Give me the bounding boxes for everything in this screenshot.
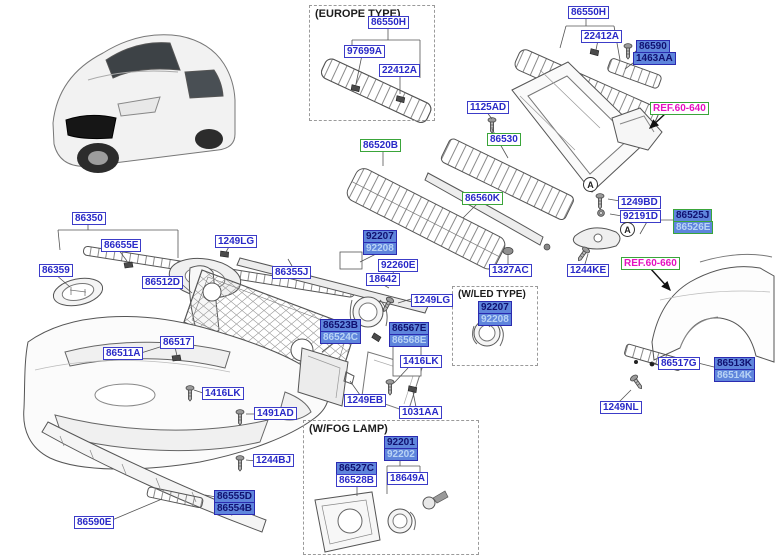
part-label-1249lg[interactable]: 1249LG (411, 294, 454, 307)
part-label-1249bd[interactable]: 1249BD (618, 196, 661, 209)
part-label-1249lg[interactable]: 1249LG (215, 235, 258, 248)
part-label-1491ad[interactable]: 1491AD (254, 407, 297, 420)
part-label-ref.60-660[interactable]: REF.60-660 (621, 257, 680, 270)
part-label-86517[interactable]: 86517 (160, 336, 194, 349)
part-label-86526e[interactable]: 86526E (673, 221, 714, 234)
ref-marker-a-2: A (620, 222, 635, 237)
part-label-18642[interactable]: 18642 (366, 273, 400, 286)
part-label-86550h[interactable]: 86550H (368, 16, 410, 29)
part-label-92191d[interactable]: 92191D (620, 210, 662, 223)
part-label-86554b[interactable]: 86554B (214, 502, 256, 515)
part-label-86512d[interactable]: 86512D (142, 276, 184, 289)
ref-arrow-660 (649, 267, 671, 292)
bumper-cover-drawing (23, 316, 329, 470)
part-label-86520b[interactable]: 86520B (360, 139, 402, 152)
part-label-1125ad[interactable]: 1125AD (467, 101, 510, 114)
part-label-1327ac[interactable]: 1327AC (489, 264, 532, 277)
part-label-86523b[interactable]: 86523B (320, 319, 362, 332)
side-member-drawing (607, 58, 663, 151)
part-label-86530[interactable]: 86530 (487, 133, 521, 146)
fog-lamp-kit-drawing (314, 490, 449, 553)
stay-bracket-drawing (572, 193, 621, 264)
part-label-1249eb[interactable]: 1249EB (344, 394, 387, 407)
part-label-1463aa[interactable]: 1463AA (633, 52, 676, 65)
wled-type-box: (W/LED TYPE) (452, 286, 538, 366)
part-label-22412a[interactable]: 22412A (581, 30, 623, 43)
part-label-86350[interactable]: 86350 (72, 212, 106, 225)
ref-arrow-640 (648, 112, 667, 129)
part-label-86550h[interactable]: 86550H (568, 6, 610, 19)
wled-type-title: (W/LED TYPE) (458, 289, 526, 300)
part-label-1244bj[interactable]: 1244BJ (253, 454, 295, 467)
part-label-86655e[interactable]: 86655E (101, 239, 142, 252)
part-label-18649a[interactable]: 18649A (387, 472, 429, 485)
part-label-86514k[interactable]: 86514K (714, 369, 756, 382)
part-label-22412a[interactable]: 22412A (379, 64, 421, 77)
part-label-86568e[interactable]: 86568E (389, 334, 430, 347)
part-label-1416lk[interactable]: 1416LK (202, 387, 244, 400)
part-label-92208[interactable]: 92208 (363, 242, 397, 255)
bumper-beam-drawing (440, 138, 574, 221)
lower-lip-drawing (41, 421, 267, 533)
part-label-97699a[interactable]: 97699A (344, 45, 386, 58)
part-label-ref.60-640[interactable]: REF.60-640 (650, 102, 709, 115)
part-label-86560k[interactable]: 86560K (462, 192, 504, 205)
part-label-92208[interactable]: 92208 (478, 313, 512, 326)
part-label-86359[interactable]: 86359 (39, 264, 73, 277)
part-label-86511a[interactable]: 86511A (103, 347, 144, 360)
part-label-86528b[interactable]: 86528B (336, 474, 378, 487)
part-label-86355j[interactable]: 86355J (272, 266, 312, 279)
part-label-1244ke[interactable]: 1244KE (567, 264, 610, 277)
ref-marker-a-1: A (583, 177, 598, 192)
part-label-86524c[interactable]: 86524C (320, 331, 362, 344)
part-label-86590e[interactable]: 86590E (74, 516, 115, 529)
fender-drawing (651, 253, 775, 363)
car-illustration (52, 34, 236, 173)
energy-absorber-drawing (346, 168, 506, 270)
part-label-92202[interactable]: 92202 (384, 448, 418, 461)
part-label-86517g[interactable]: 86517G (658, 357, 700, 370)
wfog-lamp-box: (W/FOG LAMP) (303, 420, 479, 555)
led-fog-lamp-drawing (472, 319, 504, 347)
emblem-drawing (52, 277, 104, 307)
part-label-92260e[interactable]: 92260E (378, 259, 419, 272)
part-label-1031aa[interactable]: 1031AA (399, 406, 442, 419)
wfog-lamp-title: (W/FOG LAMP) (309, 423, 388, 435)
part-label-1249nl[interactable]: 1249NL (600, 401, 642, 414)
part-label-1416lk[interactable]: 1416LK (400, 355, 442, 368)
europe-absorber-drawing (320, 58, 432, 123)
